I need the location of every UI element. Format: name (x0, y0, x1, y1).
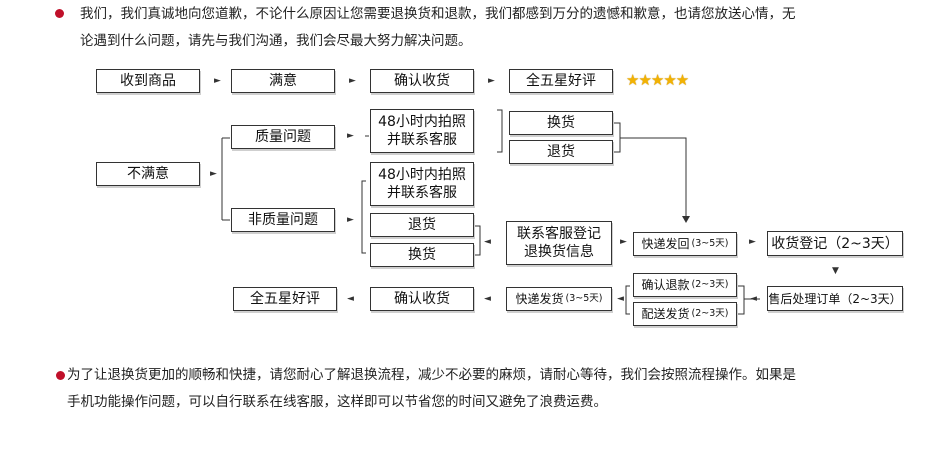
satisfied-box: 满意 (231, 69, 335, 93)
express-ship-label: 快递发货 (515, 292, 564, 306)
five-star-top-label: 全五星好评 (526, 73, 596, 89)
quality-issue-label: 质量问题 (255, 129, 311, 145)
photo-48h-line-1: 48小时内拍照 (378, 114, 466, 130)
outro-line-1: 为了让退换货更加的顺畅和快捷，请您耐心了解退换流程，减少不必要的麻烦，请耐心等待… (67, 367, 796, 383)
after-sale-label: 售后处理订单（2~3天） (768, 291, 902, 306)
intro-paragraph: 我们，我们真诚地向您道歉，不论什么原因让您需要退换货和退款，我们都感到万分的遗憾… (80, 1, 910, 55)
quality-issue-box: 质量问题 (231, 125, 335, 149)
confirm-receipt-bottom-box: 确认收货 (370, 287, 474, 311)
receipt-register-box: 收货登记（2~3天） (767, 231, 903, 256)
unsatisfied-label: 不满意 (127, 166, 169, 182)
return-quality-box: 退货 (509, 140, 613, 164)
confirm-refund-box: 确认退款(2~3天) (633, 273, 737, 297)
unsatisfied-box: 不满意 (96, 162, 200, 186)
intro-line-2: 论遇到什么问题，请先与我们沟通，我们会尽最大努力解决问题。 (80, 33, 472, 49)
arrow-right-icon: ► (749, 237, 756, 247)
confirm-receipt-top-box: 确认收货 (370, 69, 474, 93)
five-star-top-box: 全五星好评 (509, 69, 613, 93)
bullet-icon (55, 9, 64, 18)
outro-line-2: 手机功能操作问题，可以自行联系在线客服，这样即可以节省您的时间又避免了浪费运费。 (67, 394, 607, 410)
exchange-nonquality-label: 换货 (408, 247, 436, 263)
outro-paragraph: 为了让退换货更加的顺畅和快捷，请您耐心了解退换流程，减少不必要的麻烦，请耐心等待… (67, 362, 927, 416)
arrow-down-icon: ▼ (832, 266, 839, 276)
five-star-bottom-box: 全五星好评 (233, 287, 337, 311)
return-quality-label: 退货 (547, 144, 575, 160)
five-star-rating-icon: ★★★★★ (626, 71, 689, 89)
satisfied-label: 满意 (269, 73, 297, 89)
receipt-register-label: 收货登记（2~3天） (771, 235, 899, 252)
express-return-label: 快递发回 (641, 237, 690, 251)
exchange-nonquality-box: 换货 (370, 243, 474, 267)
express-return-box: 快递发回(3~5天) (633, 232, 737, 256)
express-return-days: (3~5天) (691, 238, 729, 249)
bullet-icon (56, 371, 65, 380)
exchange-quality-box: 换货 (509, 111, 613, 135)
arrow-right-icon: ► (349, 76, 356, 86)
after-sale-box: 售后处理订单（2~3天） (767, 286, 903, 311)
photo-48h-box-1: 48小时内拍照 并联系客服 (370, 109, 474, 153)
ship-out-days: (2~3天) (691, 308, 729, 319)
confirm-refund-label: 确认退款 (641, 278, 690, 292)
confirm-refund-days: (2~3天) (691, 279, 729, 290)
photo-48h-line-2: 并联系客服 (387, 132, 457, 148)
contact-cs-box: 联系客服登记 退换货信息 (506, 221, 612, 265)
arrow-left-icon: ◄ (347, 294, 354, 304)
confirm-receipt-bottom-label: 确认收货 (394, 291, 450, 307)
arrow-left-icon: ◄ (484, 294, 491, 304)
arrow-right-icon: ► (488, 76, 495, 86)
arrow-right-icon: ► (347, 215, 354, 225)
ship-out-box: 配送发货(2~3天) (633, 302, 737, 326)
ship-out-label: 配送发货 (641, 307, 690, 321)
non-quality-issue-label: 非质量问题 (248, 212, 318, 228)
non-quality-issue-box: 非质量问题 (231, 208, 335, 232)
arrow-right-icon: ► (347, 131, 354, 141)
photo-48h-line-1: 48小时内拍照 (378, 167, 466, 183)
contact-cs-line-1: 联系客服登记 (517, 226, 601, 242)
return-nonquality-label: 退货 (408, 217, 436, 233)
return-nonquality-box: 退货 (370, 213, 474, 237)
arrow-left-icon: ◄ (617, 294, 624, 304)
arrow-right-icon: ► (210, 169, 217, 179)
contact-cs-line-2: 退换货信息 (524, 244, 594, 260)
express-ship-days: (3~5天) (565, 293, 603, 304)
exchange-quality-label: 换货 (547, 115, 575, 131)
arrow-left-icon: ◄ (484, 237, 491, 247)
arrow-left-icon: ◄ (750, 294, 757, 304)
arrow-right-icon: ► (214, 76, 221, 86)
intro-line-1: 我们，我们真诚地向您道歉，不论什么原因让您需要退换货和退款，我们都感到万分的遗憾… (80, 6, 796, 22)
received-goods-box: 收到商品 (96, 69, 200, 93)
received-goods-label: 收到商品 (120, 73, 176, 89)
photo-48h-line-2: 并联系客服 (387, 185, 457, 201)
confirm-receipt-top-label: 确认收货 (394, 73, 450, 89)
arrow-right-icon: ► (620, 237, 627, 247)
express-ship-box: 快递发货(3~5天) (506, 287, 612, 311)
five-star-bottom-label: 全五星好评 (250, 291, 320, 307)
photo-48h-box-2: 48小时内拍照 并联系客服 (370, 162, 474, 206)
